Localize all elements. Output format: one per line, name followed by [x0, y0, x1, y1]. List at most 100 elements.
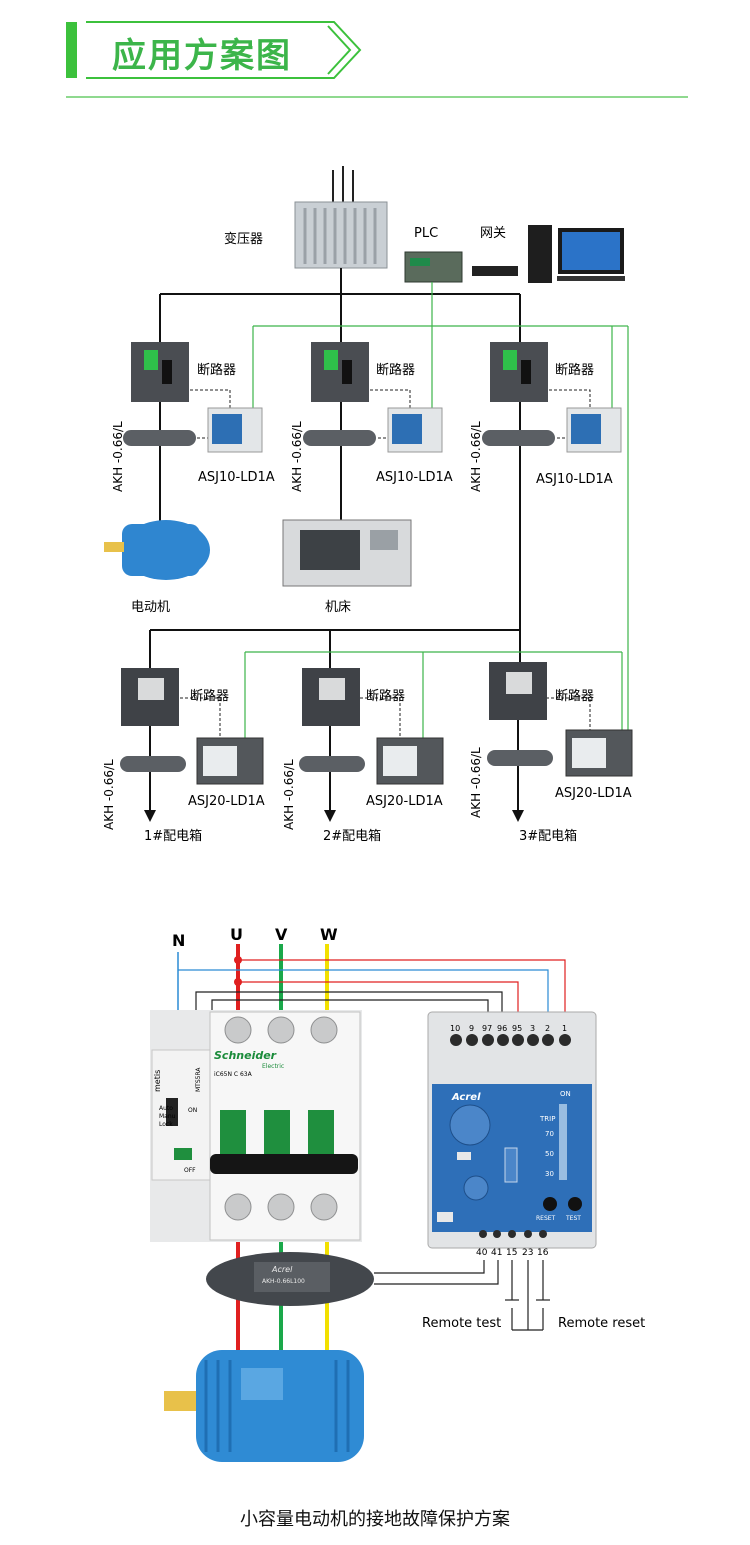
terminal-16: 16 [537, 1248, 549, 1258]
page-title: 应用方案图 [112, 36, 292, 76]
terminal-9: 9 [469, 1024, 474, 1033]
relay-terminals-top [450, 1034, 571, 1046]
breaker-label: 断路器 [555, 362, 594, 378]
system-diagram: 变压器 PLC 网关 [102, 166, 633, 844]
ct-ring-icon [303, 430, 376, 446]
transformer-label: 变压器 [224, 231, 263, 247]
breaker-icon [311, 342, 369, 402]
terminal-95: 95 [512, 1024, 522, 1033]
ct-brand: Acrel [271, 1265, 293, 1274]
gateway-device-icon [472, 266, 518, 276]
asj10-label: ASJ10-LD1A [198, 470, 275, 485]
breaker-label: 断路器 [555, 688, 594, 704]
relay-on-label: ON [560, 1090, 571, 1098]
relay-scale-70: 70 [545, 1130, 554, 1138]
motor-label: 电动机 [131, 600, 170, 615]
figure-caption: 小容量电动机的接地故障保护方案 [240, 1509, 510, 1530]
relay-trip-label: TRIP [539, 1115, 555, 1123]
breaker-off-label: OFF [184, 1167, 196, 1174]
header-accent-bar [66, 22, 77, 78]
header-arrow-frame [86, 21, 362, 79]
gateway-label: 网关 [480, 226, 506, 241]
ct-label: AKH -0.66/L [469, 421, 483, 492]
ct-ring-icon [120, 756, 186, 772]
ct-label: AKH -0.66/L [282, 759, 296, 830]
box3-label: 3#配电箱 [519, 828, 577, 844]
breaker-side-brand: metis [153, 1070, 162, 1092]
ct-ring-icon [299, 756, 365, 772]
ct-label: AKH -0.66/L [290, 421, 304, 492]
terminal-40: 40 [476, 1248, 488, 1258]
breaker-label: 断路器 [197, 362, 236, 378]
terminal-10: 10 [450, 1024, 460, 1033]
breaker-mode-auto: Auto [159, 1105, 173, 1112]
wiring-diagram: N U V W Schneider Electric iC65N C 63A m… [150, 925, 645, 1462]
ct-model: AKH-0.66L100 [262, 1278, 305, 1285]
asj20-label: ASJ20-LD1A [555, 786, 632, 801]
breaker-model: iC65N C 63A [214, 1071, 253, 1078]
terminal-97: 97 [482, 1024, 492, 1033]
asj10-relay-icon [207, 407, 263, 453]
ct-ring-photo [206, 1252, 374, 1306]
relay-terminals-bottom [479, 1230, 547, 1238]
phase-w-label: W [320, 925, 338, 944]
ct-ring-icon [123, 430, 196, 446]
breaker-label: 断路器 [376, 362, 415, 378]
breaker-side-model: MTS5RA [195, 1067, 202, 1092]
header-divider [66, 96, 688, 98]
ct-ring-icon [482, 430, 555, 446]
motor-photo [164, 1350, 364, 1462]
breaker-photo [150, 1010, 362, 1242]
asj20-label: ASJ20-LD1A [366, 794, 443, 809]
plc-label: PLC [414, 226, 438, 241]
asj10-label: ASJ10-LD1A [376, 470, 453, 485]
asj10-relay-icon [566, 407, 622, 453]
terminal-96: 96 [497, 1024, 507, 1033]
terminal-1: 1 [562, 1024, 567, 1033]
box1-label: 1#配电箱 [144, 828, 202, 844]
relay-reset-label: RESET [536, 1215, 556, 1222]
machine-label: 机床 [325, 600, 351, 615]
terminal-23: 23 [522, 1248, 533, 1258]
breaker-label: 断路器 [366, 688, 405, 704]
ct-label: AKH -0.66/L [102, 759, 116, 830]
breaker-icon [489, 662, 547, 720]
breaker-icon [490, 342, 548, 402]
breaker-icon [121, 668, 179, 726]
breaker-icon [131, 342, 189, 402]
motor-icon [104, 520, 210, 580]
asj20-label: ASJ20-LD1A [188, 794, 265, 809]
breaker-brand-sub: Electric [262, 1063, 284, 1070]
asj20-relay-icon [376, 737, 444, 785]
remote-reset-label: Remote reset [558, 1316, 645, 1331]
ct-label: AKH -0.66/L [469, 747, 483, 818]
relay-scale-30: 30 [545, 1170, 554, 1178]
phase-v-label: V [275, 925, 288, 944]
computer-icon [528, 225, 625, 283]
asj20-relay-icon [565, 729, 633, 777]
terminal-15: 15 [506, 1248, 517, 1258]
transformer-icon [294, 166, 388, 269]
breaker-label: 断路器 [190, 688, 229, 704]
plc-device-icon [404, 251, 463, 283]
breaker-icon [302, 668, 360, 726]
ct-ring-icon [487, 750, 553, 766]
machine-tool-icon [282, 519, 412, 587]
asj10-label: ASJ10-LD1A [536, 472, 613, 487]
breaker-mode-manu: Manu [159, 1113, 176, 1120]
relay-test-label: TEST [565, 1215, 581, 1222]
terminal-2: 2 [545, 1024, 550, 1033]
relay-brand: Acrel [451, 1092, 481, 1103]
terminal-41: 41 [491, 1248, 502, 1258]
box2-label: 2#配电箱 [323, 828, 381, 844]
asj20-relay-icon [196, 737, 264, 785]
ct-label: AKH -0.66/L [111, 421, 125, 492]
relay-scale-50: 50 [545, 1150, 554, 1158]
phase-n-label: N [172, 931, 185, 950]
breaker-on-label: ON [188, 1107, 197, 1114]
breaker-brand: Schneider [214, 1049, 277, 1062]
breaker-mode-lock: Lock [159, 1121, 173, 1128]
remote-test-label: Remote test [422, 1316, 501, 1331]
terminal-3: 3 [530, 1024, 535, 1033]
phase-u-label: U [230, 925, 243, 944]
